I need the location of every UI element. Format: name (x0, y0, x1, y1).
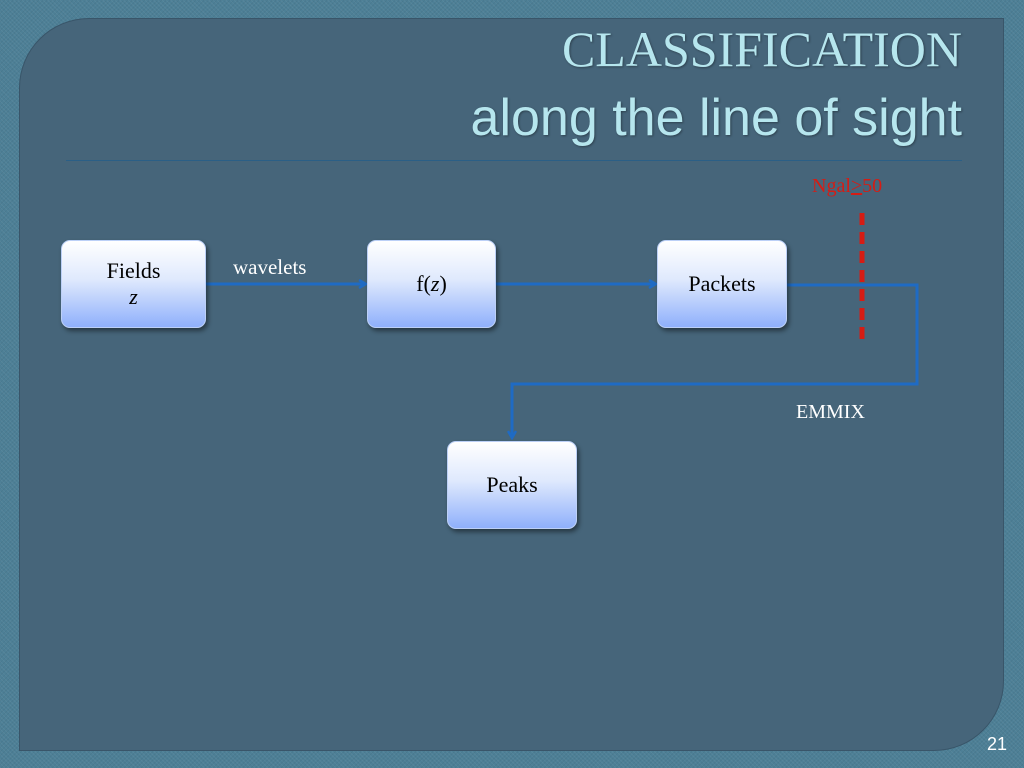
threshold-label-prefix: Ngal (812, 175, 851, 197)
node-fields-label: Fields (106, 258, 161, 283)
node-fz: f(z) (367, 240, 496, 328)
node-packets: Packets (657, 240, 787, 328)
node-fz-variable: z (430, 271, 440, 296)
title-divider (66, 160, 962, 161)
node-fields: Fields z (61, 240, 206, 328)
threshold-label: Ngal>50 (812, 175, 882, 198)
node-peaks-label: Peaks (486, 472, 538, 497)
page-number: 21 (986, 734, 1007, 754)
node-fields-variable: z (129, 284, 138, 309)
slide-title: CLASSIFICATION (561, 21, 962, 77)
threshold-label-value: 50 (862, 175, 883, 197)
edge-label-wavelets: wavelets (233, 255, 307, 279)
arrow-packets-to-peaks (512, 283, 919, 438)
node-fz-label: f(z) (416, 271, 447, 297)
node-fz-suffix: ) (439, 271, 447, 296)
threshold-label-operator: > (850, 175, 863, 197)
slide-subtitle: along the line of sight (470, 89, 962, 147)
node-fz-prefix: f( (416, 271, 431, 296)
node-peaks: Peaks (447, 441, 577, 529)
edge-label-emmix: EMMIX (796, 401, 865, 423)
node-packets-label: Packets (688, 271, 756, 296)
